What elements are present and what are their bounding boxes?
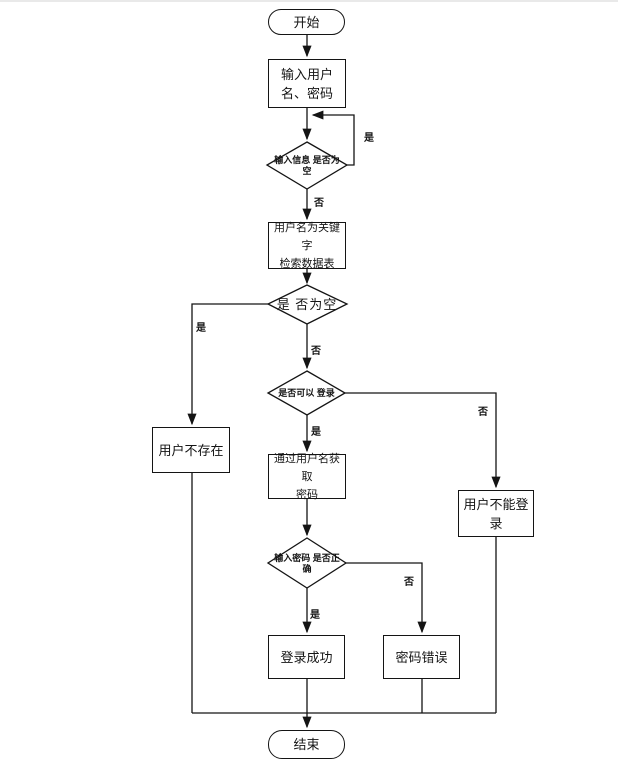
decision-can-login-diamond (266, 370, 347, 416)
connector-password-no (346, 562, 427, 634)
node-check-can-login-label: 是否可以 登录 (278, 388, 335, 398)
decision-password-diamond (266, 537, 348, 589)
edge-label-input-empty-yes: 是 (364, 133, 374, 144)
edge-label-password-yes: 是 (310, 610, 320, 621)
node-login-success: 登录成功 (268, 635, 345, 679)
node-check-password-label: 输入密码 是否正 确 (274, 552, 340, 574)
edge-label-input-empty-no: 否 (314, 198, 324, 209)
edge-label-result-empty-yes: 是 (196, 323, 206, 334)
node-password-error: 密码错误 (383, 635, 460, 679)
edge-label-password-no: 否 (404, 577, 414, 588)
node-user-not-exist: 用户不存在 (152, 427, 230, 473)
node-get-password: 通过用户名获取 密码 (268, 453, 346, 501)
node-end: 结束 (268, 730, 345, 759)
connector-loop-empty-yes (311, 110, 355, 166)
decision-result-empty-diamond (266, 284, 349, 325)
decision-input-empty-diamond (265, 141, 349, 190)
node-user-cannot-login: 用户不能登 录 (458, 490, 534, 537)
node-search-table: 用户名为关键字 检索数据表 (268, 222, 346, 270)
edge-label-can-login-no: 否 (478, 407, 488, 418)
node-check-input-empty-label: 输入信息 是否为 空 (274, 154, 340, 176)
edge-label-can-login-yes: 是 (311, 427, 321, 438)
connector-can-login-no (345, 392, 501, 489)
node-check-result-empty-label: 是 否为空 (276, 296, 338, 312)
connector-result-empty-yes (187, 303, 268, 426)
node-start: 开始 (268, 9, 345, 35)
node-input-credentials: 输入用户 名、密码 (268, 59, 346, 108)
edge-label-result-empty-no: 否 (311, 346, 321, 357)
